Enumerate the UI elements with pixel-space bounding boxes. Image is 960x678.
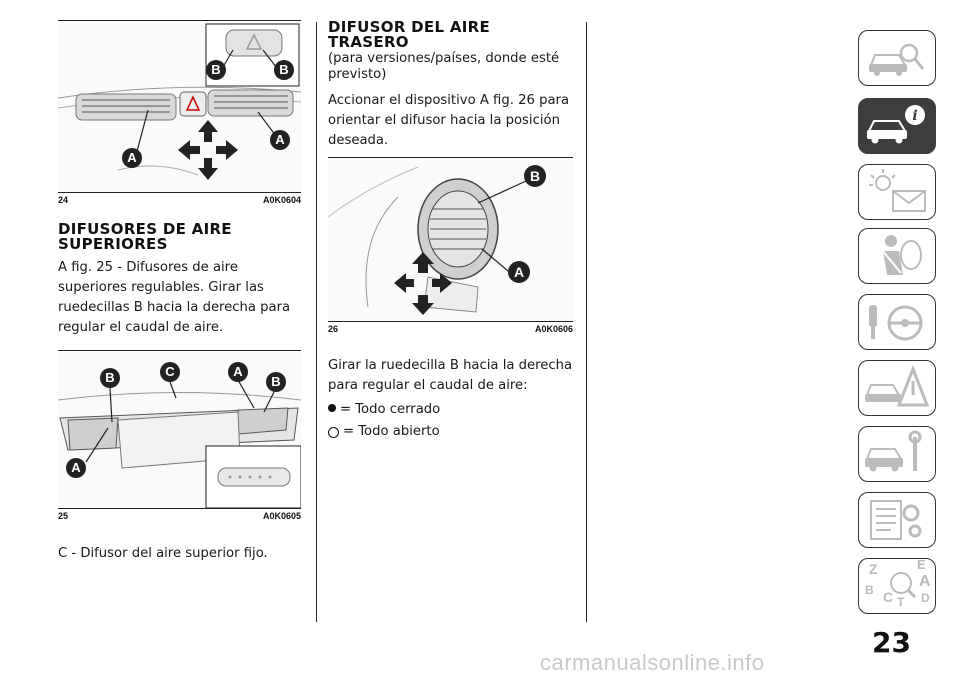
- column-divider-left: [316, 22, 317, 622]
- open-circle-icon: [328, 426, 339, 438]
- section-rear-vent: DIFUSOR DEL AIRE TRASERO (para versiones…: [328, 20, 578, 151]
- figure-26: B A 26 A0K0606: [328, 157, 573, 342]
- section-subtitle: (para versiones/países, donde esté previ…: [328, 51, 560, 82]
- callout-b: B: [524, 165, 546, 187]
- index-letter: B: [865, 583, 874, 597]
- callout-b-right: B: [274, 60, 294, 80]
- figure-number: 25: [58, 511, 69, 521]
- sidebar-tab-car-search[interactable]: [858, 30, 936, 86]
- figure-bottom-rule: [328, 321, 573, 322]
- callout-c: C: [160, 362, 180, 382]
- callout-a-right: A: [228, 362, 248, 382]
- figure-bottom-rule: [58, 508, 301, 509]
- figure-number: 24: [58, 195, 69, 205]
- sidebar-tab-starting-driving[interactable]: [858, 294, 936, 350]
- callout-b-left: B: [100, 368, 120, 388]
- section-upper-vents: DIFUSORES DE AIRE SUPERIORES A fig. 25 -…: [58, 222, 308, 338]
- closed-item: = Todo cerrado: [328, 400, 578, 420]
- seatbelt-airbag-icon: [880, 235, 922, 275]
- figure-24: A A B B 24 A0K0604: [58, 20, 301, 210]
- car-info-icon: i: [867, 105, 925, 144]
- section-paragraph: Accionar el dispositivo A fig. 26 para o…: [328, 93, 570, 148]
- callout-b-left: B: [206, 60, 226, 80]
- alphabetical-index-icon: [890, 572, 917, 599]
- heading-line-2: TRASERO: [328, 33, 409, 51]
- page-number: 23: [872, 626, 911, 659]
- index-letter: C: [883, 589, 894, 605]
- sidebar-tab-safety[interactable]: [858, 228, 936, 284]
- sidebar-tab-maintenance[interactable]: [858, 426, 936, 482]
- closed-label: = Todo cerrado: [340, 402, 441, 417]
- index-letter: T: [897, 595, 905, 609]
- figure-number: 26: [328, 324, 339, 334]
- sidebar-tab-index[interactable]: Z E A B C T D: [858, 557, 936, 614]
- spec-sheet-gear-icon: [870, 500, 922, 540]
- section-heading: DIFUSOR DEL AIRE TRASERO: [328, 20, 578, 50]
- heading-line-2: SUPERIORES: [58, 235, 168, 253]
- figure-top-rule: [58, 350, 301, 351]
- callout-a: A: [508, 261, 530, 283]
- figure-code: A0K0605: [262, 511, 301, 521]
- car-search-icon: [869, 43, 925, 76]
- column-divider-right: [586, 22, 587, 622]
- open-label: = Todo abierto: [343, 424, 440, 439]
- index-letter: Z: [869, 561, 878, 577]
- index-letter: D: [921, 591, 930, 605]
- figure-code: A0K0604: [262, 195, 301, 205]
- svg-text:i: i: [912, 108, 917, 124]
- key-steering-wheel-icon: [869, 305, 923, 341]
- sidebar-tab-warning-lights[interactable]: [858, 164, 936, 220]
- section-paragraph: A fig. 25 - Difusores de aire superiores…: [58, 260, 291, 335]
- car-warning-triangle-icon: [865, 364, 930, 407]
- car-wrench-icon: [865, 430, 922, 472]
- heading-line-1: DIFUSOR DEL AIRE: [328, 18, 491, 36]
- sidebar-tab-car-info[interactable]: i: [858, 98, 936, 154]
- watermark-text: carmanualsonline.info: [540, 650, 765, 675]
- callout-a-right: A: [270, 130, 290, 150]
- figure-top-rule: [328, 157, 573, 158]
- callout-b-right: B: [266, 372, 286, 392]
- heading-line-1: DIFUSORES DE AIRE: [58, 220, 232, 238]
- filled-dot-icon: [328, 404, 336, 412]
- upper-vents-illustration: [58, 352, 301, 508]
- figure-bottom-rule: [58, 192, 301, 193]
- figure-25: A B C A B 25 A0K0605: [58, 350, 301, 528]
- callout-a-left: A: [122, 148, 142, 168]
- sidebar-tab-technical-data[interactable]: [858, 492, 936, 548]
- section-heading: DIFUSORES DE AIRE SUPERIORES: [58, 222, 308, 252]
- index-letter: A: [919, 573, 931, 590]
- figure-top-rule: [58, 20, 301, 21]
- open-item: = Todo abierto: [328, 422, 578, 442]
- callout-a-left: A: [66, 458, 86, 478]
- dashboard-vents-illustration: [58, 22, 301, 192]
- index-letter: E: [917, 557, 926, 572]
- caption-c-description: C - Difusor del aire superior fijo.: [58, 546, 268, 561]
- figure-code: A0K0606: [534, 324, 573, 334]
- airflow-instructions: Girar la ruedecilla B hacia la derecha p…: [328, 356, 578, 442]
- warning-light-envelope-icon: [869, 169, 926, 212]
- airflow-paragraph: Girar la ruedecilla B hacia la derecha p…: [328, 358, 573, 393]
- sidebar-tab-emergency[interactable]: [858, 360, 936, 416]
